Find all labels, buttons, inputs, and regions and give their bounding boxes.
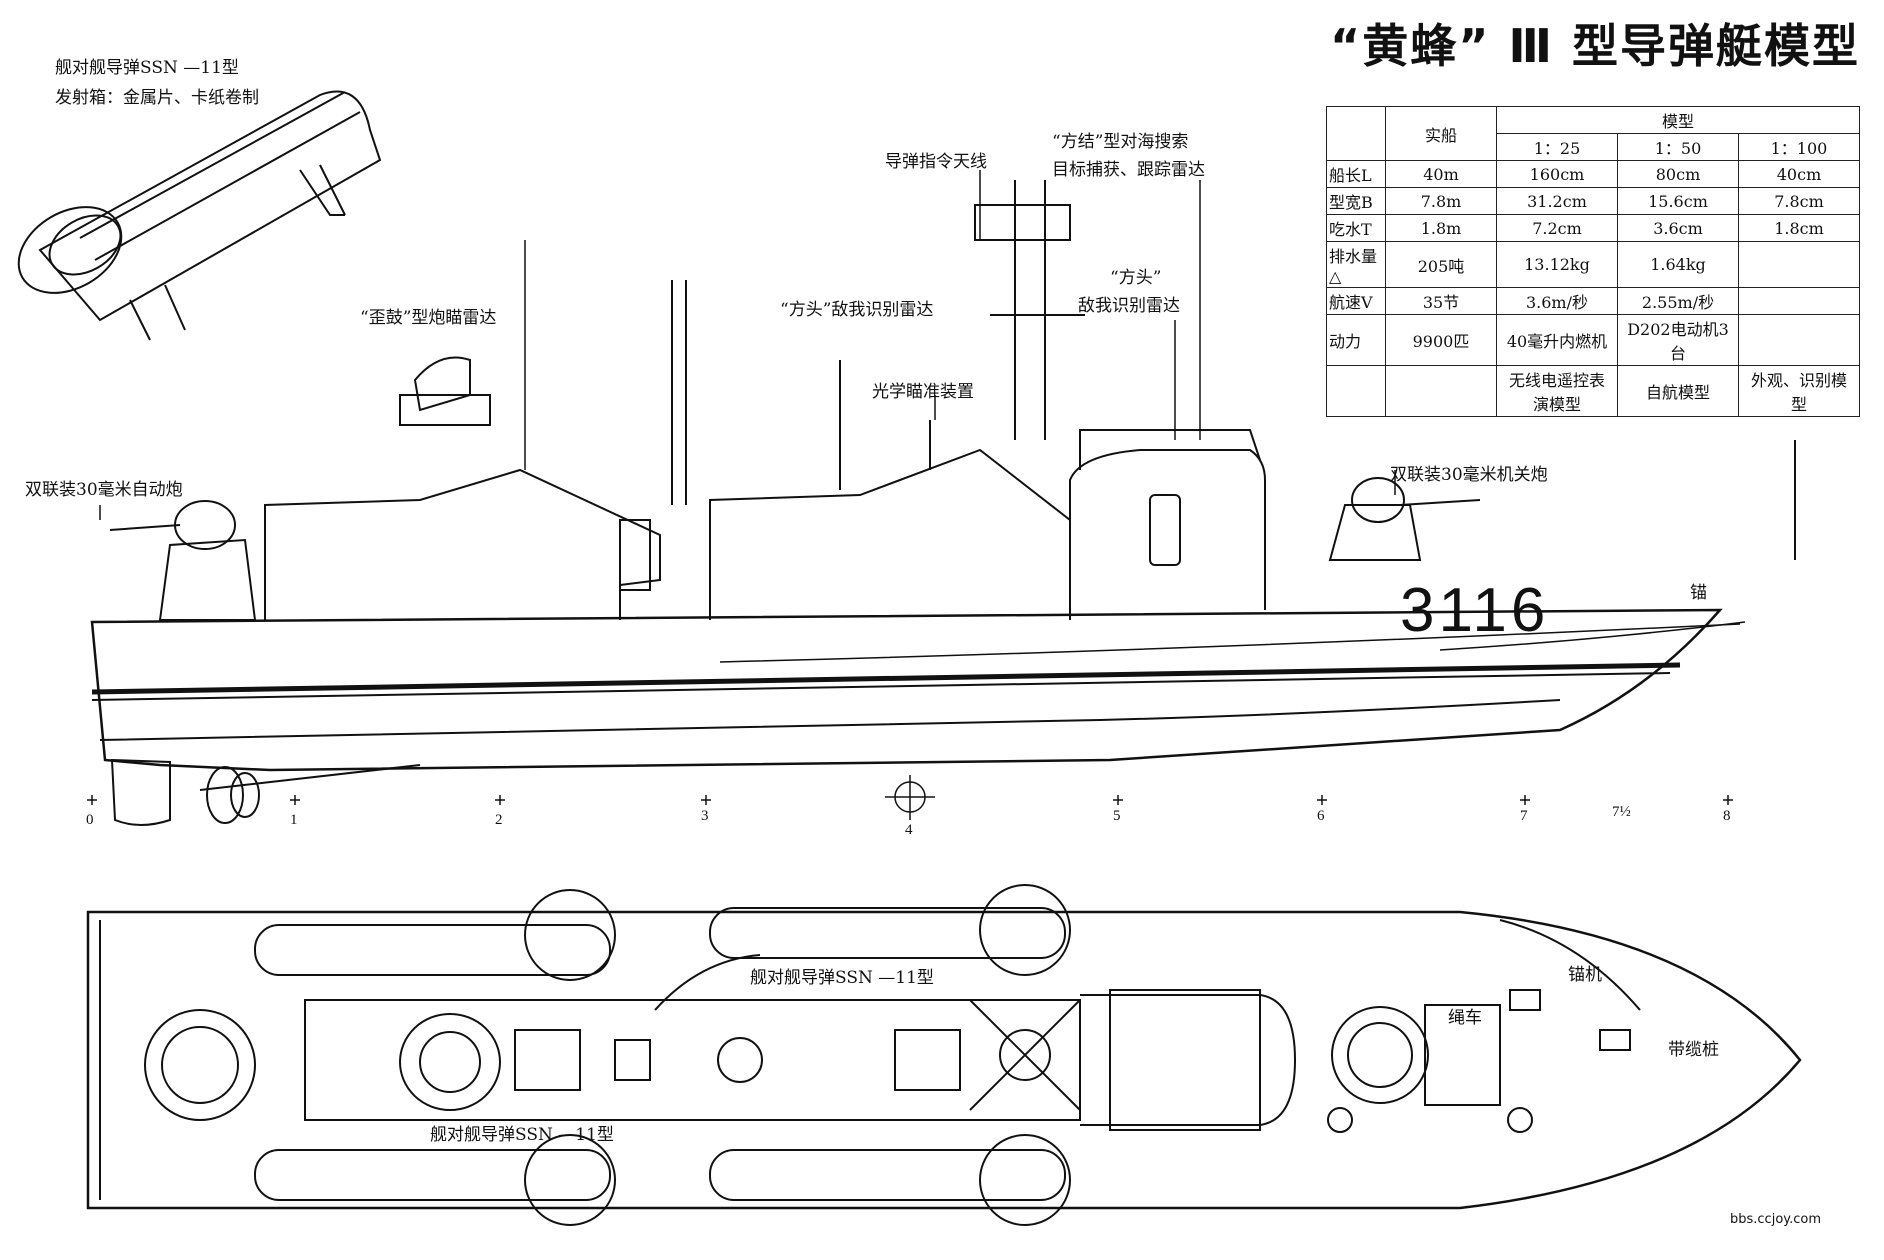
command-antenna-label: 导弹指令天线: [885, 152, 987, 172]
frame-5: 5: [1113, 808, 1121, 824]
drum-tilt-radar-label: “歪鼓”型炮瞄雷达: [360, 308, 497, 328]
missile-name-label: 舰对舰导弹SSN —11型: [55, 58, 239, 78]
optical-sight-label: 光学瞄准装置: [872, 382, 974, 402]
frame-6: 6: [1317, 808, 1325, 824]
table-row: 船长L 40m 160cm 80cm 40cm: [1326, 160, 1860, 188]
bollard-label: 带缆桩: [1668, 1040, 1719, 1060]
launcher-sketch: [17, 90, 382, 341]
hull-number: 3116: [1400, 576, 1550, 645]
table-row: 动力 9900匹 40毫升内燃机 D202电动机3台: [1326, 314, 1860, 366]
frame-0: 0: [86, 812, 94, 828]
plan-view: [86, 884, 1802, 1226]
square-tie-radar-label-2: 目标捕获、跟踪雷达: [1052, 160, 1205, 180]
corner-cell: [1326, 106, 1386, 161]
square-head-right-label-2: 敌我识别雷达: [1078, 296, 1180, 316]
frame-8: 8: [1723, 808, 1731, 824]
frame-7-half: 7½: [1612, 804, 1631, 820]
frame-1: 1: [290, 812, 298, 828]
anchor-label: 锚: [1690, 583, 1707, 603]
hull-profile: [90, 608, 1746, 826]
capstan-label: 绳车: [1448, 1008, 1482, 1028]
header-model: 模型: [1496, 106, 1860, 134]
table-row: 型宽B 7.8m 31.2cm 15.6cm 7.8cm: [1326, 187, 1860, 215]
frame-2: 2: [495, 812, 503, 828]
frame-ticks: [87, 775, 1733, 820]
table-row: 无线电遥控表演模型 自航模型 外观、识别模型: [1326, 365, 1860, 417]
square-head-right-label-1: “方头”: [1110, 268, 1162, 288]
twin-gun-left-label: 双联装30毫米自动炮: [25, 480, 183, 500]
square-head-left-label: “方头”敌我识别雷达: [780, 300, 934, 320]
frame-7: 7: [1520, 808, 1528, 824]
frame-4: 4: [905, 822, 913, 838]
scale-25: 1：25: [1496, 133, 1618, 161]
header-real: 实船: [1385, 106, 1497, 161]
plan-missile-bottom-label: 舰对舰导弹SSN —11型: [430, 1125, 614, 1145]
spec-table: 实船 模型 1：25 1：50 1：100 船长L 40m 160cm 80cm…: [1326, 106, 1860, 417]
table-row: 排水量△ 205吨 13.12kg 1.64kg: [1326, 241, 1860, 288]
square-tie-radar-label-1: “方结”型对海搜索: [1052, 132, 1189, 152]
scale-100: 1：100: [1738, 133, 1860, 161]
page-title: “黄蜂” Ⅲ 型导弹艇模型: [1330, 19, 1860, 73]
launcher-material-label: 发射箱：金属片、卡纸卷制: [55, 88, 259, 108]
superstructure-profile: [109, 180, 1796, 621]
table-row: 吃水T 1.8m 7.2cm 3.6cm 1.8cm: [1326, 214, 1860, 242]
windlass-label: 锚机: [1568, 965, 1602, 985]
plan-missile-top-label: 舰对舰导弹SSN —11型: [750, 968, 934, 988]
table-row: 航速V 35节 3.6m/秒 2.55m/秒: [1326, 287, 1860, 315]
watermark: bbs.ccjoy.com: [1730, 1212, 1822, 1227]
leader-lines: [99, 170, 1396, 520]
scale-50: 1：50: [1617, 133, 1739, 161]
twin-gun-right-label: 双联装30毫米机关炮: [1390, 465, 1548, 485]
frame-3: 3: [701, 808, 709, 824]
